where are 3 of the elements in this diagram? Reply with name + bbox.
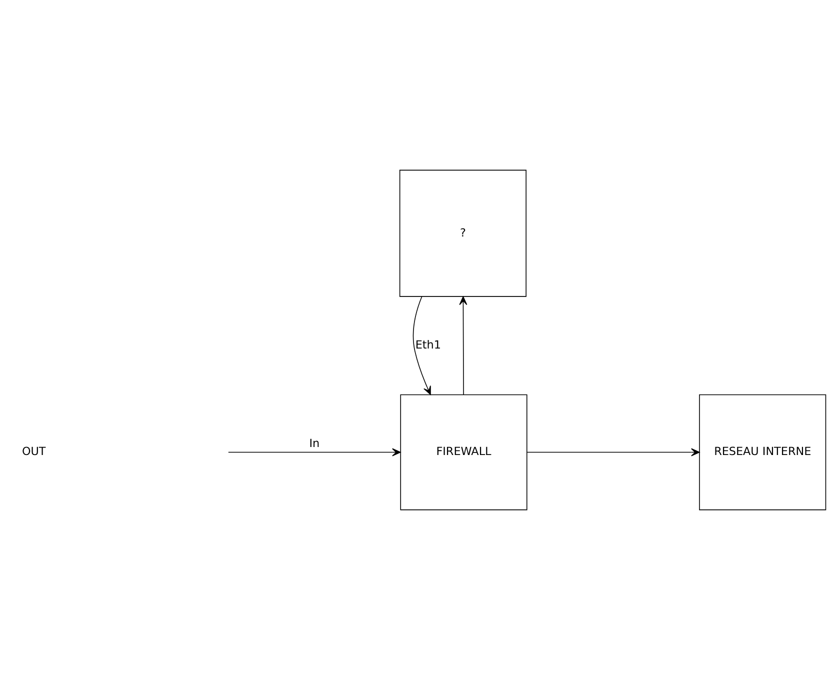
edge-label: In xyxy=(309,436,320,450)
edge-label: Eth1 xyxy=(415,338,442,352)
label: OUT xyxy=(22,445,46,458)
